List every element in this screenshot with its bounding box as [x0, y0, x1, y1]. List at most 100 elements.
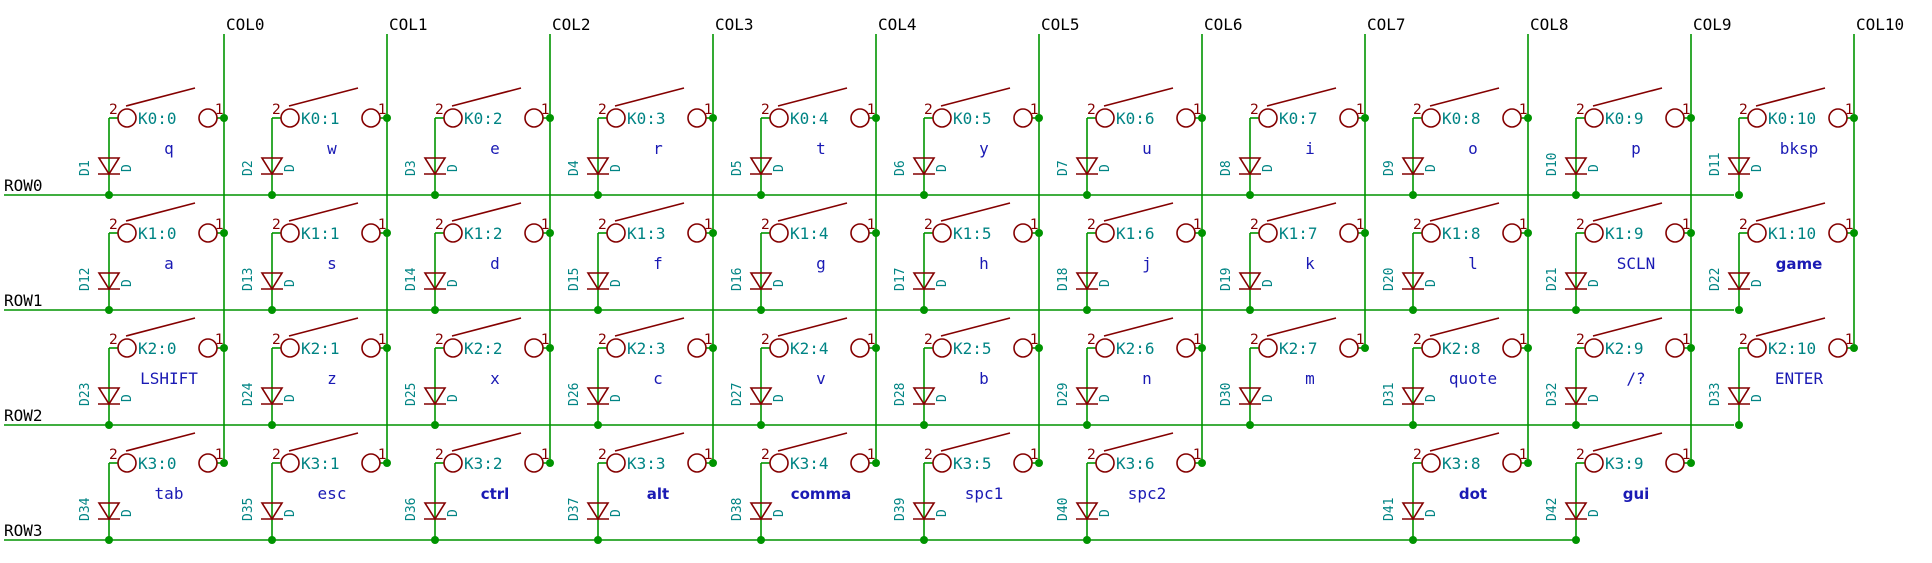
diode-triangle: [1238, 157, 1262, 176]
diode-value: D: [1261, 279, 1276, 287]
diode-reference: D38: [730, 498, 745, 521]
switch-contact-2: [1095, 338, 1115, 358]
junction-dot: [220, 229, 228, 237]
switch-pin-label: 1: [1193, 217, 1202, 233]
switch-lever: [940, 202, 1011, 222]
diode-reference: D16: [730, 268, 745, 291]
switch-pin-label: 1: [1030, 447, 1039, 463]
key-value: /?: [1626, 369, 1645, 388]
switch-pin-label: 1: [1356, 102, 1365, 118]
switch-contact-2: [932, 108, 952, 128]
switch-contact-1: [1665, 338, 1685, 358]
key-value: t: [816, 139, 826, 158]
diode-reference: D32: [1545, 383, 1560, 406]
junction-dot: [709, 114, 717, 122]
junction-dot: [757, 421, 765, 429]
diode-triangle: [1727, 157, 1751, 176]
switch-lever: [125, 317, 196, 337]
switch-lever: [1266, 87, 1337, 107]
switch-pin-label: 1: [378, 217, 387, 233]
diode-triangle: [97, 502, 121, 521]
diode-reference: D5: [730, 160, 745, 176]
key-value: LSHIFT: [140, 369, 198, 388]
diode-value: D: [935, 164, 950, 172]
switch-contact-2: [1747, 223, 1767, 243]
diode-reference: D37: [567, 498, 582, 521]
switch-pin-label: 1: [378, 102, 387, 118]
switch-lever: [1429, 202, 1500, 222]
diode-triangle: [1401, 387, 1425, 406]
switch-contact-2: [606, 338, 626, 358]
switch-pin-label: 2: [1576, 217, 1585, 233]
diode-triangle: [260, 272, 284, 291]
diode-value: D: [609, 279, 624, 287]
junction-dot: [105, 306, 113, 314]
switch-lever: [777, 202, 848, 222]
junction-dot: [1035, 229, 1043, 237]
switch-pin-label: 1: [215, 447, 224, 463]
switch-lever: [614, 432, 685, 452]
junction-dot: [872, 229, 880, 237]
key-reference: K2:0: [138, 339, 177, 358]
diode-value: D: [772, 279, 787, 287]
junction-dot: [1572, 421, 1580, 429]
switch-contact-2: [769, 108, 789, 128]
switch-pin-label: 1: [1845, 102, 1854, 118]
key-value: esc: [318, 484, 347, 503]
junction-dot: [1687, 459, 1695, 467]
column-label-col1: COL1: [389, 15, 428, 34]
junction-dot: [1850, 114, 1858, 122]
key-value: j: [1142, 254, 1152, 273]
switch-lever: [125, 432, 196, 452]
switch-contact-1: [1013, 453, 1033, 473]
switch-lever: [614, 87, 685, 107]
key-value: spc1: [965, 484, 1004, 503]
switch-contact-1: [687, 338, 707, 358]
key-reference: K2:9: [1605, 339, 1644, 358]
key-reference: K1:7: [1279, 224, 1318, 243]
diode-reference: D10: [1545, 153, 1560, 176]
diode-value: D: [1587, 394, 1602, 402]
junction-dot: [1409, 306, 1417, 314]
switch-pin-label: 2: [272, 332, 281, 348]
column-label-col6: COL6: [1204, 15, 1243, 34]
diode-triangle: [1727, 387, 1751, 406]
switch-pin-label: 2: [1413, 332, 1422, 348]
junction-dot: [1524, 459, 1532, 467]
junction-dot: [1361, 344, 1369, 352]
diode-triangle: [586, 502, 610, 521]
switch-contact-1: [524, 223, 544, 243]
diode-reference: D29: [1056, 383, 1071, 406]
switch-pin-label: 1: [1030, 102, 1039, 118]
key-reference: K2:10: [1768, 339, 1816, 358]
diode-value: D: [1261, 164, 1276, 172]
switch-contact-1: [687, 453, 707, 473]
switch-contact-2: [1258, 223, 1278, 243]
key-value: b: [979, 369, 989, 388]
switch-pin-label: 1: [215, 332, 224, 348]
key-value: s: [327, 254, 337, 273]
junction-dot: [431, 421, 439, 429]
switch-contact-2: [443, 338, 463, 358]
junction-dot: [920, 191, 928, 199]
switch-contact-1: [1502, 108, 1522, 128]
switch-pin-label: 2: [1250, 102, 1259, 118]
key-reference: K0:7: [1279, 109, 1318, 128]
switch-lever: [451, 432, 522, 452]
junction-dot: [268, 421, 276, 429]
switch-pin-label: 2: [109, 217, 118, 233]
junction-dot: [1035, 344, 1043, 352]
switch-pin-label: 1: [704, 217, 713, 233]
diode-value: D: [1587, 164, 1602, 172]
junction-dot: [268, 536, 276, 544]
junction-dot: [1035, 459, 1043, 467]
diode-value: D: [446, 164, 461, 172]
diode-triangle: [260, 157, 284, 176]
key-reference: K1:10: [1768, 224, 1816, 243]
diode-reference: D12: [78, 268, 93, 291]
switch-pin-label: 2: [598, 217, 607, 233]
